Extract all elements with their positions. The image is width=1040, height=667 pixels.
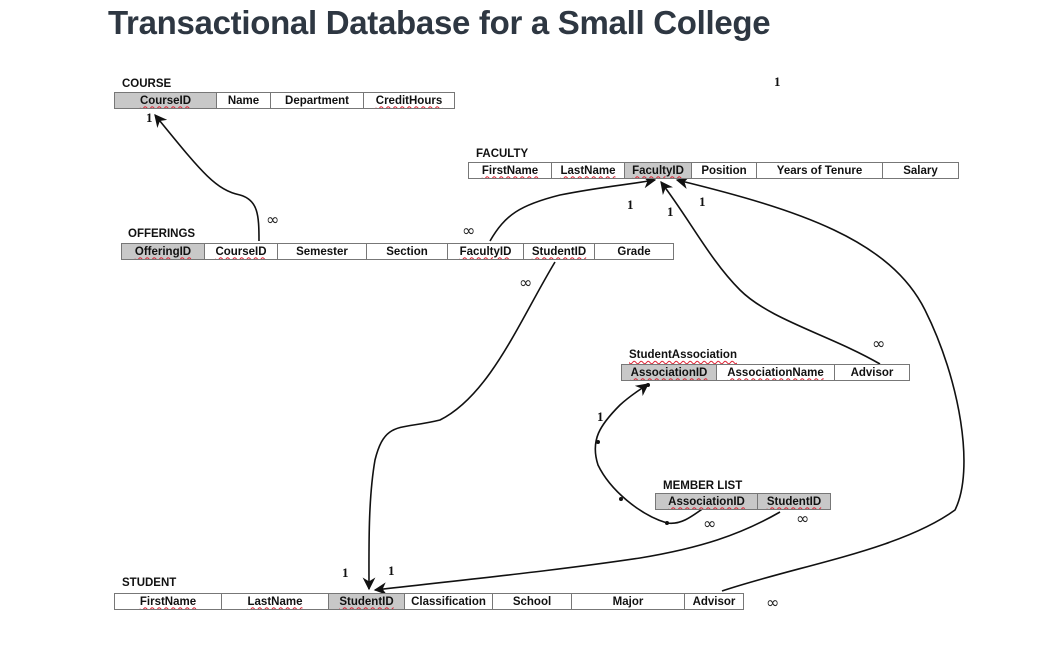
studentassociation-field-associationname[interactable]: AssociationName — [717, 365, 835, 380]
offerings-field-studentid[interactable]: StudentID — [524, 244, 595, 259]
card-offerings-faculty-many: ∞ — [462, 221, 476, 240]
course-field-department[interactable]: Department — [271, 93, 364, 108]
student-table: FirstName LastName StudentID Classificat… — [114, 593, 744, 610]
offerings-field-offeringid[interactable]: OfferingID — [122, 244, 205, 259]
card-faculty-one-b: 1 — [667, 204, 674, 219]
offerings-field-facultyid[interactable]: FacultyID — [448, 244, 524, 259]
studentassociation-table-label: StudentAssociation — [629, 349, 737, 361]
course-table-label: COURSE — [122, 78, 172, 90]
faculty-field-firstname[interactable]: FirstName — [469, 163, 552, 178]
card-association-one: 1 — [597, 409, 604, 424]
rel-offerings-faculty — [489, 175, 657, 242]
faculty-table: FirstName LastName FacultyID Position Ye… — [468, 162, 959, 179]
memberlist-field-studentid[interactable]: StudentID — [758, 494, 830, 509]
course-table: CourseID Name Department CreditHours — [114, 92, 455, 109]
card-association-advisor-many: ∞ — [872, 334, 886, 353]
course-field-courseid[interactable]: CourseID — [115, 93, 217, 108]
offerings-field-semester[interactable]: Semester — [278, 244, 367, 259]
rel-memberlist-association — [594, 383, 706, 525]
card-memberlist-student-many: ∞ — [796, 509, 810, 528]
student-field-advisor[interactable]: Advisor — [692, 595, 736, 608]
faculty-field-position[interactable]: Position — [692, 163, 757, 178]
rel-memberlist-student — [373, 511, 781, 596]
memberlist-field-associationid[interactable]: AssociationID — [656, 494, 758, 509]
studentassociation-field-associationid[interactable]: AssociationID — [622, 365, 717, 380]
offerings-table-label: OFFERINGS — [128, 228, 196, 240]
card-faculty-one-a: 1 — [627, 197, 634, 212]
faculty-field-salary[interactable]: Salary — [903, 164, 938, 177]
studentassociation-table: AssociationID AssociationName Advisor — [621, 364, 910, 381]
card-student-one-a: 1 — [342, 565, 349, 580]
diagram-title: Transactional Database for a Small Colle… — [108, 4, 771, 41]
card-student-advisor-many: ∞ — [766, 593, 780, 612]
card-offerings-course-many: ∞ — [266, 210, 280, 229]
studentassociation-field-advisor[interactable]: Advisor — [850, 366, 894, 379]
course-field-name[interactable]: Name — [217, 93, 271, 108]
student-table-label: STUDENT — [122, 577, 177, 589]
student-field-lastname[interactable]: LastName — [222, 594, 329, 609]
card-offerings-student-many: ∞ — [519, 273, 533, 292]
rel-offerings-student — [362, 261, 556, 591]
offerings-field-section[interactable]: Section — [367, 244, 448, 259]
student-field-school[interactable]: School — [493, 594, 572, 609]
rel-student-faculty — [675, 176, 965, 592]
student-field-studentid[interactable]: StudentID — [329, 594, 405, 609]
card-memberlist-association-many: ∞ — [703, 514, 717, 533]
faculty-table-label: FACULTY — [476, 148, 529, 160]
offerings-field-grade[interactable]: Grade — [617, 245, 651, 258]
card-course-one: 1 — [146, 110, 153, 125]
student-field-major[interactable]: Major — [572, 594, 685, 609]
offerings-field-courseid[interactable]: CourseID — [205, 244, 278, 259]
faculty-field-lastname[interactable]: LastName — [552, 163, 625, 178]
card-stray-one: 1 — [774, 74, 781, 89]
course-field-credithours[interactable]: CreditHours — [375, 94, 443, 107]
card-student-one-b: 1 — [388, 563, 395, 578]
offerings-table: OfferingID CourseID Semester Section Fac… — [121, 243, 674, 260]
student-field-classification[interactable]: Classification — [405, 594, 493, 609]
memberlist-table: AssociationID StudentID — [655, 493, 831, 510]
memberlist-table-label: MEMBER LIST — [663, 480, 743, 492]
faculty-field-years-of-tenure[interactable]: Years of Tenure — [757, 163, 883, 178]
student-field-firstname[interactable]: FirstName — [115, 594, 222, 609]
faculty-field-facultyid[interactable]: FacultyID — [625, 163, 692, 178]
rel-association-faculty — [660, 180, 881, 365]
rel-offerings-course — [154, 114, 260, 242]
card-faculty-one-c: 1 — [699, 194, 706, 209]
